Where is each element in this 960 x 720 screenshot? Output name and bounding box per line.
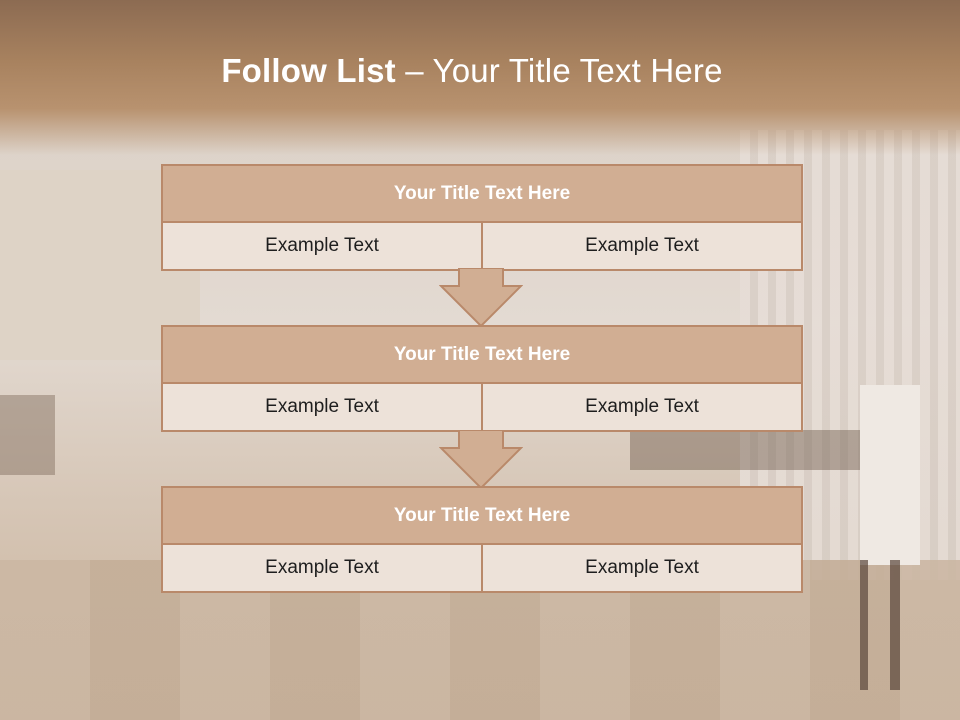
background-chair-legs <box>860 560 900 690</box>
slide-title-bold: Follow List <box>221 52 396 89</box>
slide-title-rest: – Your Title Text Here <box>395 52 723 89</box>
block-title: Your Title Text Here <box>163 166 801 223</box>
slide-title: Follow List – Your Title Text Here <box>0 52 944 90</box>
block-cell-right: Example Text <box>481 545 801 591</box>
background-table <box>630 430 860 470</box>
background-sofa <box>0 395 55 475</box>
block-row: Example Text Example Text <box>163 223 801 269</box>
block-cell-left: Example Text <box>265 235 379 256</box>
block-title: Your Title Text Here <box>163 327 801 384</box>
block-cell-right: Example Text <box>481 384 801 430</box>
block-cell-left: Example Text <box>265 557 379 578</box>
block-row: Example Text Example Text <box>163 384 801 430</box>
down-arrow-icon <box>439 430 523 490</box>
background-chair <box>860 385 920 565</box>
header-band <box>0 0 960 155</box>
list-block-2: Your Title Text Here Example Text Exampl… <box>161 325 803 432</box>
block-cell-right: Example Text <box>481 223 801 269</box>
down-arrow-icon <box>439 268 523 328</box>
block-title: Your Title Text Here <box>163 488 801 545</box>
block-cell-left: Example Text <box>265 396 379 417</box>
list-block-3: Your Title Text Here Example Text Exampl… <box>161 486 803 593</box>
block-row: Example Text Example Text <box>163 545 801 591</box>
list-block-1: Your Title Text Here Example Text Exampl… <box>161 164 803 271</box>
